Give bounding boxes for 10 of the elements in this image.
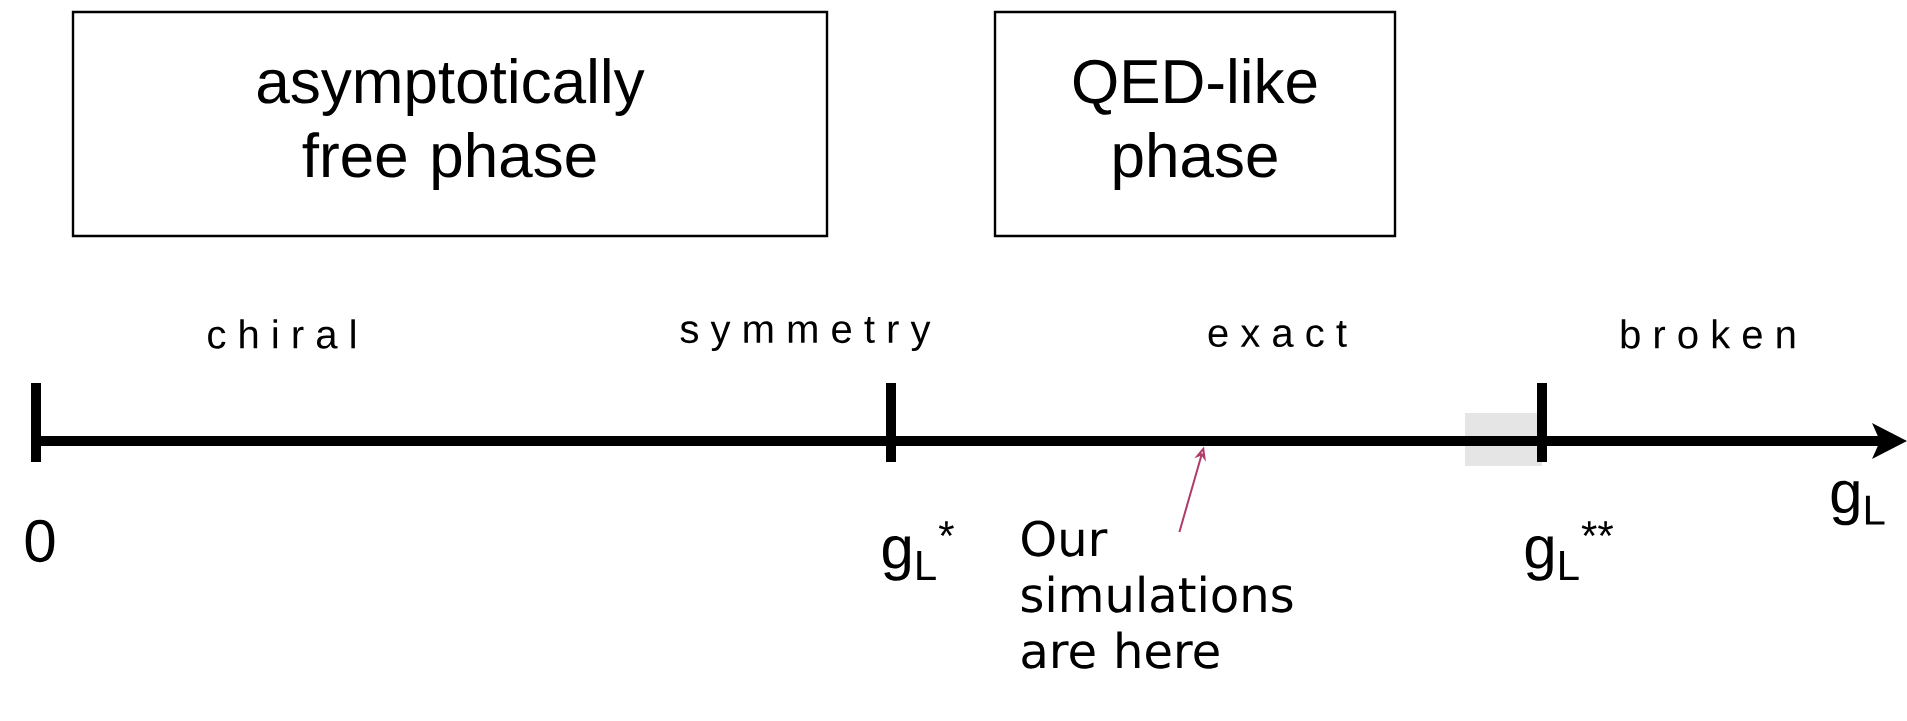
tick-label: g$_{L}$*: [883, 521, 954, 581]
region-label: e x a c t: [1208, 320, 1347, 348]
tick-label: g$_{L}$**: [1525, 521, 1614, 581]
phase-box: asymptotically free phase: [71, 10, 829, 238]
axis-arrow: [31, 383, 1907, 466]
region-label: c h i r a l: [208, 319, 355, 349]
phase-box: QED-like phase: [993, 10, 1397, 238]
tick-label: 0: [25, 519, 55, 563]
region-label: s y m m e t r y: [680, 316, 931, 352]
annotation-text: Our simulations are here: [1022, 520, 1293, 669]
